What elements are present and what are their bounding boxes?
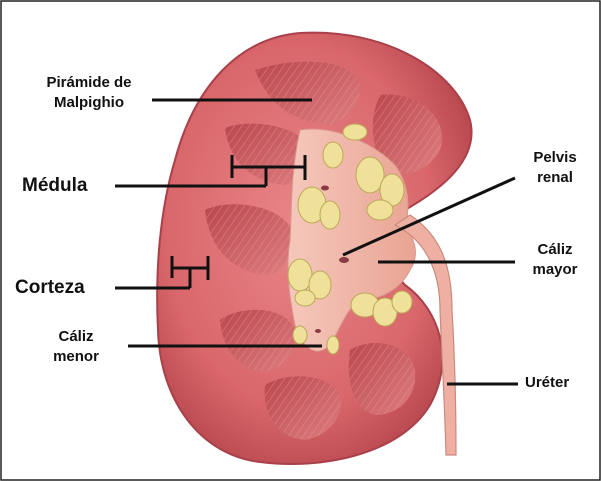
label-piramide-line2: Malpighio — [22, 93, 156, 113]
label-corteza: Corteza — [15, 275, 85, 301]
label-caliz-menor-line1: Cáliz — [30, 327, 122, 347]
label-pelvis: Pelvis renal — [520, 148, 590, 189]
label-ureter: Uréter — [525, 373, 569, 393]
label-pelvis-line2: renal — [520, 168, 590, 188]
label-caliz-mayor: Cáliz mayor — [520, 240, 590, 281]
label-caliz-mayor-line2: mayor — [520, 260, 590, 280]
label-caliz-menor-line2: menor — [30, 347, 122, 367]
label-caliz-mayor-line1: Cáliz — [520, 240, 590, 260]
label-piramide-line1: Pirámide de — [22, 73, 156, 93]
label-piramide: Pirámide de Malpighio — [22, 73, 156, 114]
label-medula: Médula — [22, 173, 87, 199]
label-pelvis-line1: Pelvis — [520, 148, 590, 168]
label-caliz-menor: Cáliz menor — [30, 327, 122, 368]
